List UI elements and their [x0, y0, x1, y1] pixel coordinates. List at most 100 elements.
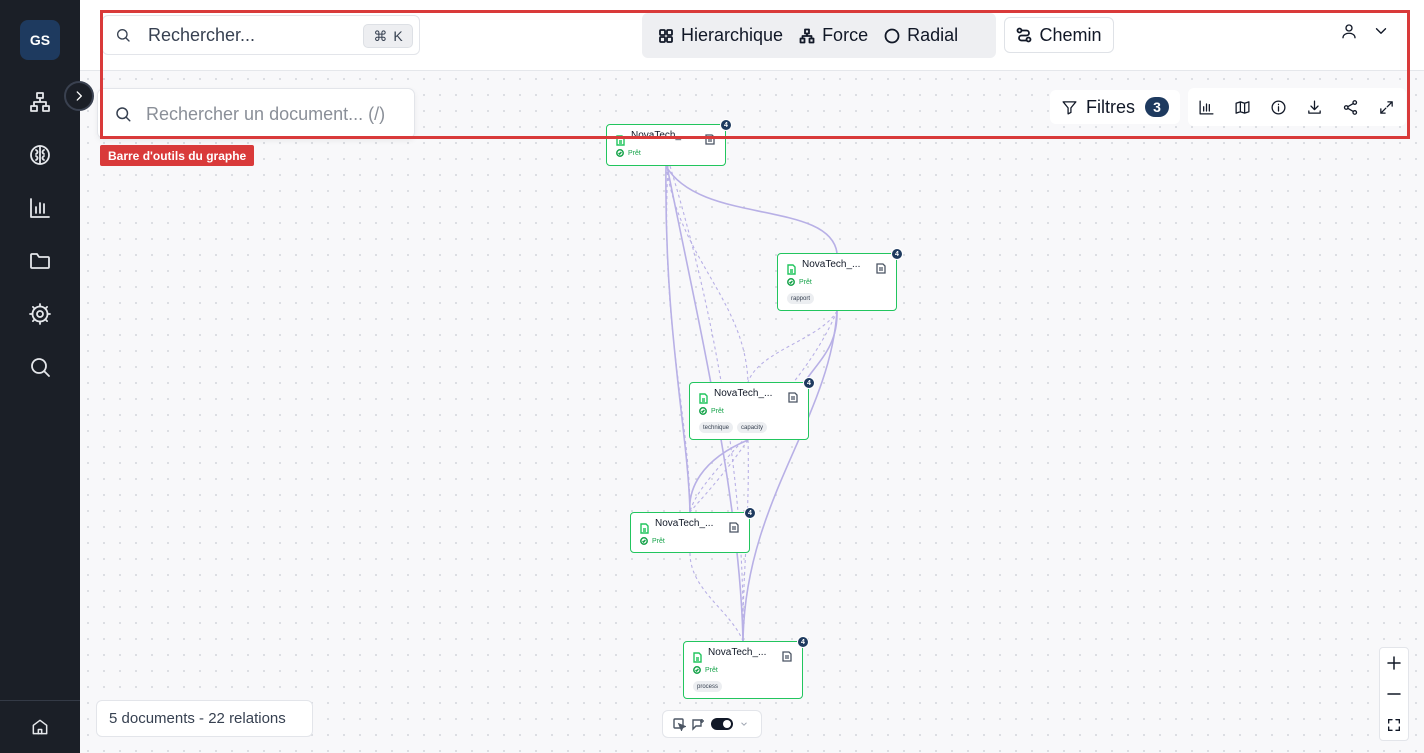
document-view-icon[interactable]: [729, 520, 739, 533]
status-check-icon: [699, 407, 707, 415]
download-icon: [1307, 99, 1321, 114]
shortcut-hint: ⌘K: [363, 24, 413, 48]
file-icon: [640, 521, 649, 534]
graph-stats: 5 documents - 22 relations: [96, 700, 313, 737]
plus-icon: [1387, 656, 1401, 671]
chevron-down-icon: [1375, 28, 1387, 34]
node-relations-badge: 4: [720, 119, 732, 131]
minimap-button[interactable]: [1224, 89, 1260, 125]
fullscreen-button[interactable]: [1368, 89, 1404, 125]
node-title: NovaTech_...: [655, 518, 714, 529]
brain-icon: [30, 145, 50, 165]
sidebar-expand-button[interactable]: [64, 81, 94, 111]
fit-view-button[interactable]: [1380, 709, 1408, 740]
search-icon: [114, 105, 132, 128]
node-relations-badge: 4: [803, 377, 815, 389]
route-icon: [1017, 27, 1032, 43]
circle-icon: [884, 28, 900, 43]
sidebar-item-home[interactable]: [22, 709, 58, 745]
search-icon: [115, 27, 131, 48]
file-icon: [616, 133, 625, 146]
graph-node[interactable]: NovaTech_... Prêt rapport 4: [777, 248, 903, 311]
node-status: Prêt: [640, 537, 665, 545]
statistics-button[interactable]: [1188, 89, 1224, 125]
layout-hierarchical-button[interactable]: Hierarchique: [650, 13, 791, 58]
node-status: Prêt: [699, 407, 724, 415]
user-menu[interactable]: [1340, 22, 1390, 40]
add-comment-icon[interactable]: [692, 718, 705, 731]
canvas-controls: [662, 710, 762, 738]
layout-force-button[interactable]: Force: [791, 13, 876, 58]
search-placeholder: Rechercher...: [148, 25, 256, 45]
node-tag: process: [693, 681, 723, 692]
node-tag: rapport: [787, 293, 815, 304]
document-view-icon[interactable]: [788, 390, 798, 403]
node-tags: process: [693, 681, 723, 692]
sidebar: GS: [0, 0, 80, 753]
expand-icon: [1379, 100, 1393, 114]
layout-switcher: Hierarchique Force Radial: [642, 13, 996, 58]
info-button[interactable]: [1260, 89, 1296, 125]
hierarchy-icon: [30, 92, 50, 112]
share-icon: [1343, 99, 1357, 115]
sidebar-divider: [0, 700, 80, 701]
network-icon: [799, 28, 815, 43]
node-status: Prêt: [616, 149, 641, 157]
filters-count-badge: 3: [1145, 97, 1169, 117]
node-status: Prêt: [787, 278, 812, 286]
filter-icon: [1062, 100, 1077, 115]
node-tag: capacity: [737, 422, 768, 433]
document-view-icon[interactable]: [782, 649, 792, 662]
document-search-placeholder: Rechercher un document... (/): [146, 104, 386, 124]
search-icon: [31, 358, 50, 377]
graph-node[interactable]: NovaTech_... Prêt 4: [630, 507, 756, 553]
document-search-input[interactable]: Rechercher un document... (/): [97, 88, 415, 139]
file-icon: [787, 262, 796, 275]
zoom-out-button[interactable]: [1380, 679, 1408, 710]
sidebar-item-documents[interactable]: [22, 243, 58, 279]
canvas-toggle[interactable]: [711, 718, 733, 730]
graph-node[interactable]: NovaTech_... Prêt technique capacity 4: [689, 377, 815, 440]
app-logo[interactable]: GS: [20, 20, 60, 60]
share-button[interactable]: [1332, 89, 1368, 125]
fit-view-icon: [1388, 718, 1400, 731]
gear-icon: [29, 303, 51, 325]
node-title: NovaTech_...: [802, 259, 861, 270]
graph-node[interactable]: NovaTech_... Prêt process 4: [683, 636, 809, 699]
home-icon: [32, 719, 48, 735]
export-button[interactable]: [1296, 89, 1332, 125]
zoom-controls: [1379, 647, 1409, 741]
document-view-icon[interactable]: [876, 261, 886, 274]
toolbar-highlight-label: Barre d'outils du graphe: [100, 145, 255, 166]
node-tags: technique capacity: [699, 422, 768, 433]
node-status: Prêt: [693, 666, 718, 674]
select-cursor-icon[interactable]: [673, 717, 686, 731]
global-search-input[interactable]: Rechercher... ⌘K: [102, 15, 420, 55]
status-check-icon: [616, 149, 624, 157]
zoom-in-button[interactable]: [1380, 648, 1408, 679]
filters-button[interactable]: Filtres 3: [1050, 90, 1180, 124]
chevron-right-icon: [76, 91, 82, 101]
graph-node[interactable]: NovaTech_... Prêt 4: [606, 119, 732, 166]
user-icon: [1342, 24, 1356, 39]
node-tags: rapport: [787, 293, 815, 304]
sidebar-item-hierarchy[interactable]: [22, 84, 58, 120]
grid-icon: [659, 28, 673, 43]
layout-radial-button[interactable]: Radial: [876, 13, 966, 58]
node-title: NovaTech_...: [708, 647, 767, 658]
sidebar-item-brain[interactable]: [22, 137, 58, 173]
sidebar-item-search[interactable]: [22, 349, 58, 385]
info-icon: [1270, 99, 1286, 115]
file-icon: [693, 650, 702, 663]
status-check-icon: [640, 537, 648, 545]
sidebar-item-settings[interactable]: [22, 296, 58, 332]
sidebar-item-analytics[interactable]: [22, 190, 58, 226]
chart-icon: [30, 198, 50, 218]
status-check-icon: [787, 278, 795, 286]
graph-tools: [1188, 88, 1406, 126]
path-button[interactable]: Chemin: [1004, 17, 1114, 53]
document-view-icon[interactable]: [705, 132, 715, 145]
node-tag: technique: [699, 422, 734, 433]
chevron-down-icon[interactable]: [739, 719, 749, 729]
node-relations-badge: 4: [744, 507, 756, 519]
